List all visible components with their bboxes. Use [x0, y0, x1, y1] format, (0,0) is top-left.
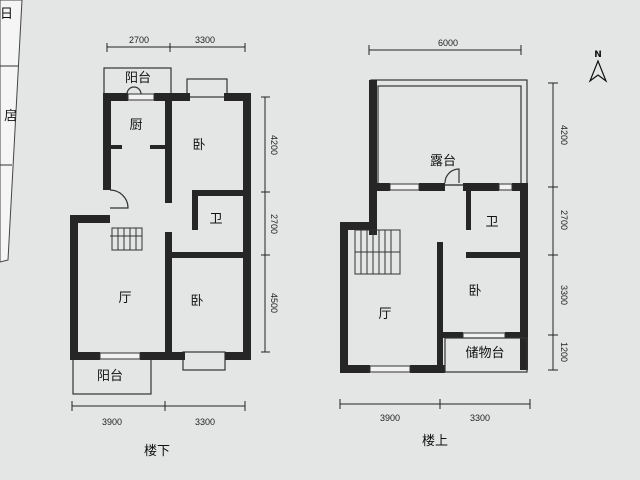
- room-label-bedroom: 卧: [192, 138, 205, 153]
- dim-label: 4200: [559, 125, 569, 145]
- lower-floor-plan: 2700 3300: [70, 35, 279, 459]
- room-label-bedroom: 卧: [468, 284, 481, 299]
- dimension-top: 2700 3300: [106, 35, 246, 52]
- upper-floor-plan: 6000 N: [339, 38, 608, 449]
- room-label-balcony: 阳台: [125, 71, 151, 86]
- bay-window: [182, 351, 226, 371]
- left-edge-page: 日 扂: [0, 0, 23, 263]
- room-label-kitchen: 厨: [129, 118, 142, 133]
- north-arrow-icon: N: [588, 50, 608, 83]
- dimension-bottom: 3900 3300: [71, 401, 246, 427]
- room-label-balcony: 阳台: [97, 369, 123, 384]
- terrace-outline: [377, 85, 522, 186]
- dimension-right: 4200 2700 4500: [261, 96, 279, 353]
- dim-label: 4200: [269, 135, 279, 155]
- dimension-top: 6000: [368, 38, 522, 55]
- dimension-bottom: 3900 3300: [339, 399, 531, 423]
- dim-label: 6000: [438, 38, 458, 48]
- dim-label: 3900: [102, 417, 122, 427]
- dim-label: 2700: [129, 35, 149, 45]
- dim-label: 3300: [195, 417, 215, 427]
- dim-label: 1200: [559, 342, 569, 362]
- storage-outline: [444, 337, 528, 373]
- door-swing: [444, 168, 460, 184]
- room-label-bathroom: 卫: [209, 212, 222, 227]
- walls: [70, 93, 251, 360]
- room-label-storage: 储物台: [465, 346, 504, 361]
- compass-label: N: [594, 50, 602, 60]
- door-swing: [109, 189, 129, 209]
- edge-char: 扂: [4, 108, 17, 124]
- room-label-bedroom: 卧: [190, 294, 203, 309]
- dim-label: 3300: [470, 413, 490, 423]
- dim-label: 3300: [195, 35, 215, 45]
- floor-caption: 楼上: [422, 434, 448, 449]
- staircase: [110, 227, 143, 251]
- room-label-living: 厅: [378, 307, 391, 322]
- dim-label: 3900: [380, 413, 400, 423]
- room-label-bathroom: 卫: [485, 215, 498, 230]
- dim-label: 2700: [269, 214, 279, 234]
- floor-caption: 楼下: [144, 444, 170, 459]
- dimension-right: 4200 2700 3300 1200: [548, 82, 569, 371]
- dim-label: 2700: [559, 210, 569, 230]
- dim-label: 3300: [559, 285, 569, 305]
- door-swing: [126, 86, 142, 95]
- room-label-terrace: 露台: [430, 154, 456, 169]
- room-label-living: 厅: [118, 291, 131, 306]
- edge-char: 日: [0, 7, 13, 22]
- walls: [340, 80, 528, 373]
- staircase: [354, 229, 401, 275]
- dim-label: 4500: [269, 293, 279, 313]
- bay-window: [186, 78, 228, 98]
